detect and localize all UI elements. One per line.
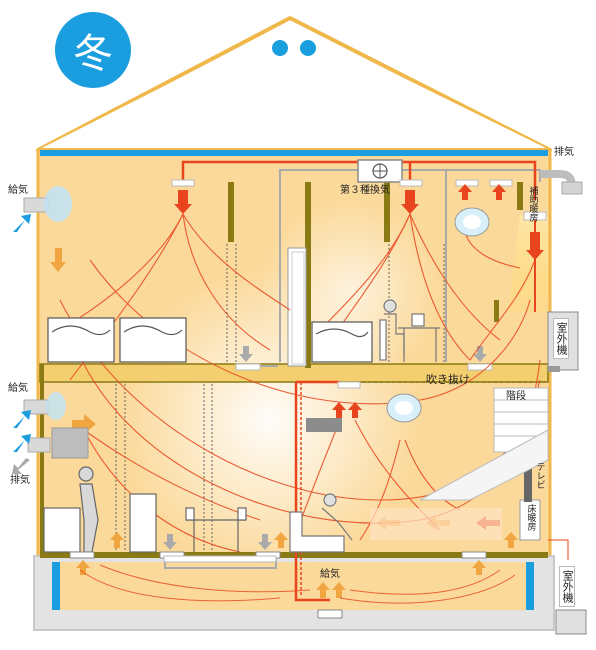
label-tv: テレビ [534, 462, 545, 489]
beds [47, 317, 373, 363]
staircase [419, 387, 549, 501]
label-atrium: 吹き抜け [426, 373, 470, 386]
label-aux-heating: 補助暖房 [527, 186, 538, 222]
ceiling-lamps [386, 207, 490, 423]
label-floor-heating: 床暖房 [525, 504, 536, 531]
label-exhaust-top: 排気 [554, 147, 574, 158]
study-desk [379, 299, 440, 362]
label-supply-floor: 給気 [320, 569, 340, 580]
interior-walls [40, 182, 523, 554]
ceiling-diffusers [171, 179, 513, 389]
floor-vents [69, 551, 487, 619]
tv-icon [524, 460, 532, 502]
label-supply-lower: 給気 [8, 383, 28, 394]
label-stairs: 階段 [506, 391, 526, 402]
season-badge: 冬 [55, 12, 131, 88]
label-supply-upper: 給気 [8, 185, 28, 196]
kitchen-furniture [43, 466, 247, 553]
supply-arrows [13, 214, 31, 452]
label-exhaust-lower: 排気 [10, 475, 30, 486]
first-floor-slab [40, 552, 548, 558]
wall-supply-units [23, 186, 72, 453]
roof-vent-icon [300, 40, 316, 56]
label-ventilation-type: 第３種換気 [340, 185, 390, 196]
ceiling-insulation [40, 150, 548, 156]
label-outdoor-unit-upper: 室外機 [553, 318, 570, 359]
stairwell-column [287, 247, 307, 367]
living-sofa [289, 493, 353, 553]
label-outdoor-unit-lower: 室外機 [559, 566, 576, 607]
roof-vent-icon [272, 40, 288, 56]
